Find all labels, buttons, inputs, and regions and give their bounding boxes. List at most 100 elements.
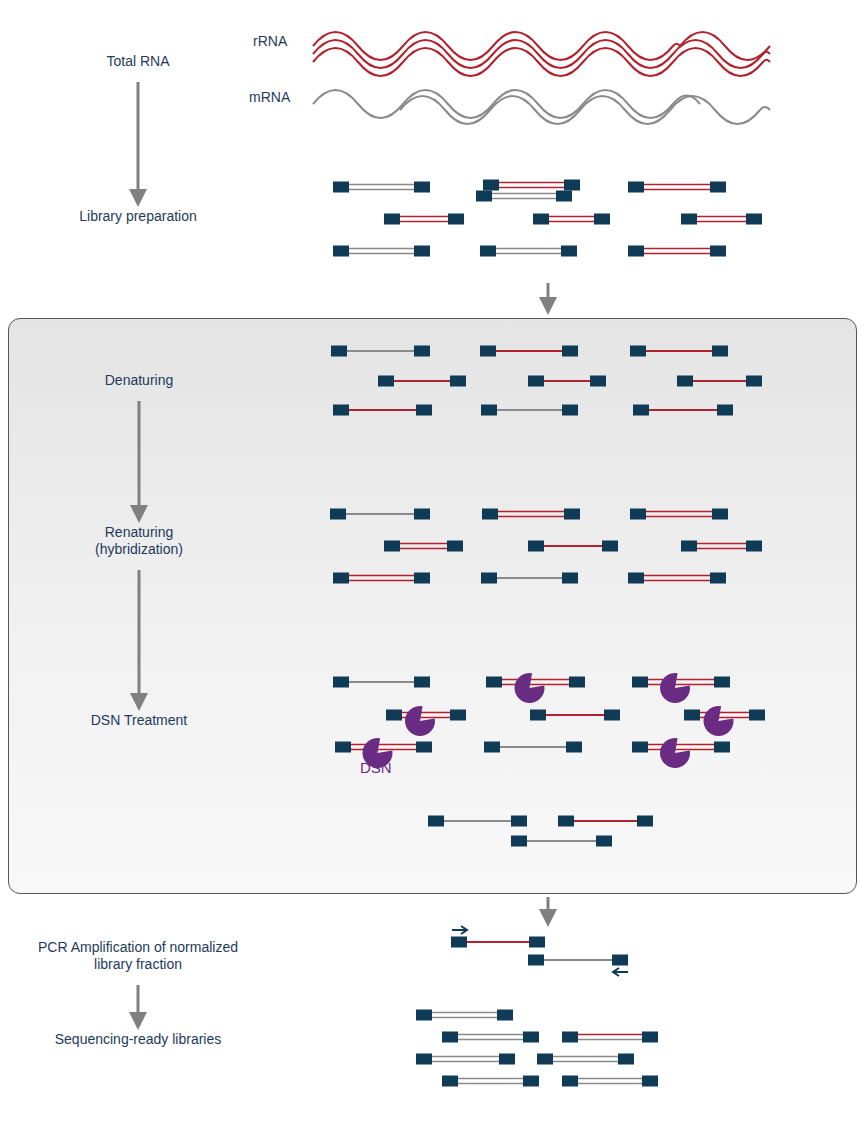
- rna-label: mRNA: [249, 89, 290, 105]
- ds-fragment: [636, 248, 718, 250]
- adapter: [533, 214, 549, 225]
- adapter: [602, 541, 618, 552]
- rna-label: rRNA: [253, 33, 287, 49]
- adapter: [537, 1054, 553, 1065]
- adapter: [528, 376, 544, 387]
- adapter: [594, 214, 610, 225]
- ss-fragment: [341, 409, 424, 411]
- ds-fragment: [450, 1083, 531, 1085]
- step-label: Denaturing: [105, 372, 174, 389]
- ds-fragment: [341, 580, 422, 582]
- step-text: PCR Amplification of normalized library …: [28, 939, 248, 973]
- adapter: [333, 246, 349, 257]
- ds-fragment: [424, 1061, 507, 1063]
- adapter: [414, 246, 430, 257]
- step-text: Denaturing: [105, 372, 174, 389]
- adapter: [482, 509, 498, 520]
- ds-fragment: [484, 193, 564, 195]
- flow-arrow: [137, 985, 140, 1021]
- adapter: [480, 346, 496, 357]
- ss-fragment: [492, 746, 574, 748]
- adapter: [596, 836, 612, 847]
- adapter: [511, 836, 527, 847]
- adapter: [333, 573, 349, 584]
- adapter: [528, 541, 544, 552]
- adapter: [386, 710, 402, 721]
- adapter: [414, 509, 430, 520]
- adapter: [746, 376, 762, 387]
- adapter: [330, 509, 346, 520]
- step-label: Library preparation: [79, 208, 197, 225]
- ds-fragment: [494, 684, 577, 686]
- ss-fragment: [339, 350, 422, 352]
- adapter: [523, 1076, 539, 1087]
- rna-strand: [313, 48, 770, 76]
- adapter: [569, 677, 585, 688]
- step-label: Total RNA: [106, 53, 169, 70]
- ss-fragment: [536, 380, 598, 382]
- ds-fragment: [545, 1061, 626, 1063]
- ds-fragment: [394, 712, 458, 714]
- ds-fragment: [640, 684, 722, 686]
- adapter: [642, 1076, 658, 1087]
- adapter: [681, 214, 697, 225]
- adapter: [530, 710, 546, 721]
- adapter: [416, 742, 432, 753]
- ds-fragment: [450, 1039, 531, 1041]
- adapter: [476, 191, 492, 202]
- ds-fragment: [570, 1039, 650, 1041]
- process-panel: DenaturingRenaturing (hybridization)DSN …: [8, 318, 857, 894]
- adapter: [717, 405, 733, 416]
- ds-fragment: [491, 182, 572, 184]
- ss-fragment: [536, 545, 610, 547]
- adapter: [712, 509, 728, 520]
- ss-fragment: [459, 941, 537, 943]
- rna-strand: [313, 40, 770, 68]
- adapter: [416, 1054, 432, 1065]
- adapter: [416, 1010, 432, 1021]
- adapter: [562, 573, 578, 584]
- ds-fragment: [392, 543, 455, 545]
- adapter: [632, 677, 648, 688]
- adapter: [481, 573, 497, 584]
- ds-fragment: [341, 253, 422, 255]
- adapter: [333, 182, 349, 193]
- ds-fragment: [424, 1017, 505, 1019]
- adapter: [714, 677, 730, 688]
- ss-fragment: [436, 820, 519, 822]
- step-label: DSN Treatment: [91, 712, 187, 729]
- adapter: [484, 742, 500, 753]
- enzyme-label: DSN: [360, 759, 392, 776]
- step-label: Sequencing-ready libraries: [55, 1031, 222, 1048]
- adapter: [710, 573, 726, 584]
- adapter: [630, 509, 646, 520]
- adapter: [612, 955, 628, 966]
- adapter: [556, 191, 572, 202]
- adapter: [564, 180, 580, 191]
- adapter: [633, 405, 649, 416]
- ss-fragment: [341, 681, 422, 683]
- ds-fragment: [392, 548, 455, 550]
- ds-fragment: [689, 548, 754, 550]
- ds-fragment: [488, 253, 569, 255]
- adapter: [331, 346, 347, 357]
- ds-fragment: [484, 198, 564, 200]
- adapter: [558, 816, 574, 827]
- ds-fragment: [541, 221, 602, 223]
- adapter: [481, 405, 497, 416]
- adapter: [450, 710, 466, 721]
- step-text: Library preparation: [79, 208, 197, 225]
- adapter: [414, 677, 430, 688]
- adapter: [528, 955, 544, 966]
- adapter: [564, 509, 580, 520]
- adapter: [448, 214, 464, 225]
- ds-fragment: [640, 679, 722, 681]
- ds-fragment: [692, 717, 757, 719]
- adapter: [628, 246, 644, 257]
- flow-arrow: [547, 283, 550, 306]
- primer-arrow: [613, 968, 628, 976]
- flow-arrow: [547, 897, 550, 918]
- ds-fragment: [541, 216, 602, 218]
- adapter: [333, 677, 349, 688]
- adapter: [384, 541, 400, 552]
